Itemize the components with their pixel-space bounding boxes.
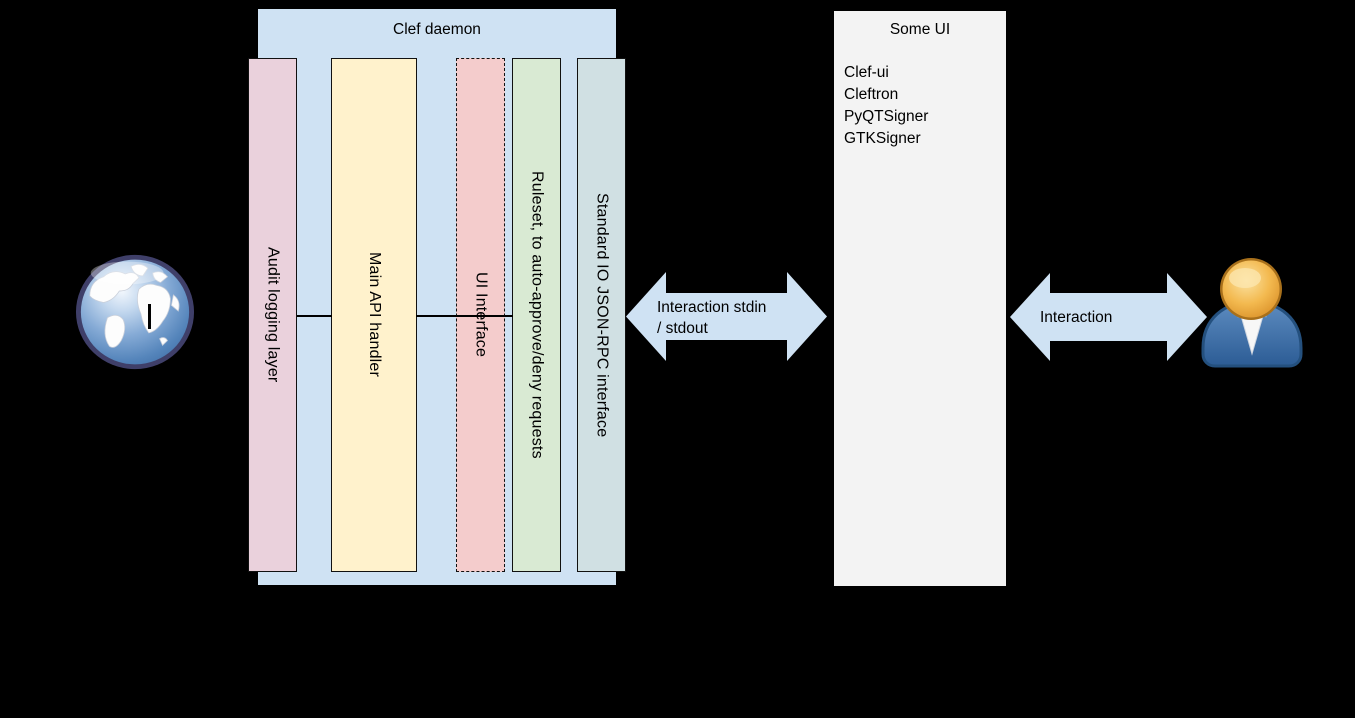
bar-ruleset: Ruleset, to auto-approve/deny requests bbox=[512, 58, 561, 572]
some-ui-list-item: Cleftron bbox=[844, 86, 899, 103]
some-ui-box bbox=[833, 10, 1007, 587]
bar-stdio-jsonrpc-interface: Standard IO JSON-RPC interface bbox=[577, 58, 626, 572]
bar-audit-logging-layer: Audit logging layer bbox=[248, 58, 297, 572]
some-ui-list: Clef-ui Cleftron PyQTSigner GTKSigner bbox=[844, 62, 928, 150]
bar-ui-interface-label: UI Interface bbox=[472, 272, 490, 358]
stdin-stdout-arrow-label-line1: Interaction stdin bbox=[657, 299, 767, 316]
bar-ruleset-label: Ruleset, to auto-approve/deny requests bbox=[528, 171, 546, 459]
interaction-arrow bbox=[1010, 273, 1207, 361]
some-ui-list-item: Clef-ui bbox=[844, 64, 889, 81]
bar-stdio-jsonrpc-interface-label: Standard IO JSON-RPC interface bbox=[593, 192, 611, 438]
stdin-stdout-arrow bbox=[626, 272, 827, 361]
user-icon bbox=[1201, 258, 1303, 368]
some-ui-list-item: GTKSigner bbox=[844, 130, 921, 147]
clef-daemon-title: Clef daemon bbox=[393, 21, 481, 38]
some-ui-list-item: PyQTSigner bbox=[844, 108, 929, 125]
clef-daemon-box bbox=[257, 8, 617, 586]
connector-line-api-to-ruleset bbox=[416, 315, 513, 317]
some-ui-title: Some UI bbox=[889, 21, 951, 38]
connector-tick-globe bbox=[148, 304, 151, 329]
connector-line-audit-to-api bbox=[297, 315, 332, 317]
bar-audit-logging-layer-label: Audit logging layer bbox=[264, 247, 282, 383]
interaction-arrow-label: Interaction bbox=[1040, 309, 1113, 326]
bar-main-api-handler: Main API handler bbox=[331, 58, 417, 572]
globe-icon bbox=[75, 254, 195, 370]
bar-main-api-handler-label: Main API handler bbox=[366, 252, 383, 378]
stdin-stdout-arrow-label: Interaction stdin / stdout bbox=[657, 297, 766, 339]
stdin-stdout-arrow-label-line2: / stdout bbox=[657, 320, 708, 337]
